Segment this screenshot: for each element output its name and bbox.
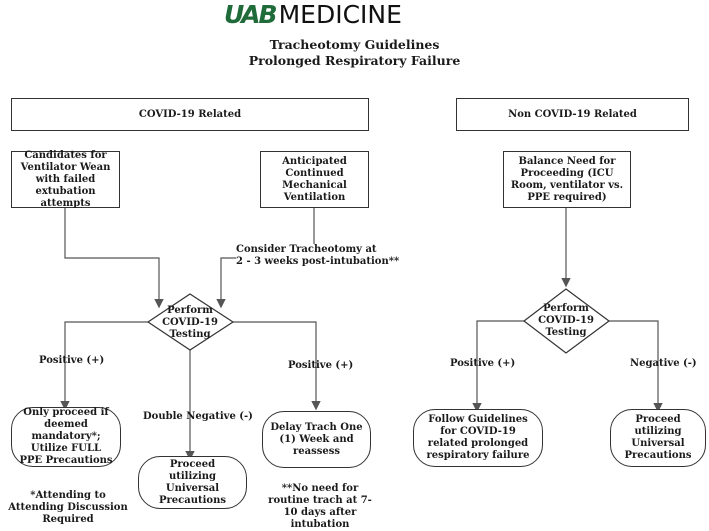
consider-tracheotomy-line-2: 2 - 3 weeks post-intubation** xyxy=(236,256,400,267)
decision-diamond-right xyxy=(523,288,611,354)
anticipated-ventilation-box: Anticipated Continued Mechanical Ventila… xyxy=(260,151,369,208)
follow-guidelines-box: Follow Guidelines for COVID-19 related p… xyxy=(413,409,543,467)
logo-wordmark: MEDICINE xyxy=(278,0,402,29)
only-proceed-box: Only proceed if deemed mandatory*; Utili… xyxy=(11,407,121,467)
positive-right-label: Positive (+) xyxy=(450,358,516,369)
covid-related-header: COVID-19 Related xyxy=(11,98,369,131)
candidates-box: Candidates for Ventilator Wean with fail… xyxy=(11,150,120,209)
logo-mark: UAB xyxy=(224,0,278,29)
uab-medicine-logo: UAB MEDICINE xyxy=(0,2,709,28)
double-negative-label: Double Negative (-) xyxy=(143,411,253,422)
non-covid-related-header: Non COVID-19 Related xyxy=(456,98,689,131)
title-line-1: Tracheotomy Guidelines xyxy=(269,37,440,52)
consider-tracheotomy-line-1: Consider Tracheotomy at xyxy=(236,244,377,255)
footnote-attending: *Attending to Attending Discussion Requi… xyxy=(8,490,128,525)
proceed-universal-left-box: Proceed utilizing Universal Precautions xyxy=(138,456,247,509)
positive-mid-label: Positive (+) xyxy=(288,360,354,371)
negative-right-label: Negative (-) xyxy=(630,358,697,369)
proceed-universal-right-box: Proceed utilizing Universal Precautions xyxy=(610,409,706,467)
perform-testing-right: Perform COVID-19 Testing xyxy=(538,303,594,338)
positive-left-label: Positive (+) xyxy=(39,355,105,366)
balance-need-box: Balance Need for Proceeding (ICU Room, v… xyxy=(503,151,631,208)
perform-testing-left: Perform COVID-19 Testing xyxy=(162,305,218,340)
delay-trach-box: Delay Trach One (1) Week and reassess xyxy=(262,411,371,468)
title-line-2: Prolonged Respiratory Failure xyxy=(248,53,461,68)
footnote-routine-trach: **No need for routine trach at 7-10 days… xyxy=(268,483,372,530)
decision-diamond-left xyxy=(146,293,235,351)
